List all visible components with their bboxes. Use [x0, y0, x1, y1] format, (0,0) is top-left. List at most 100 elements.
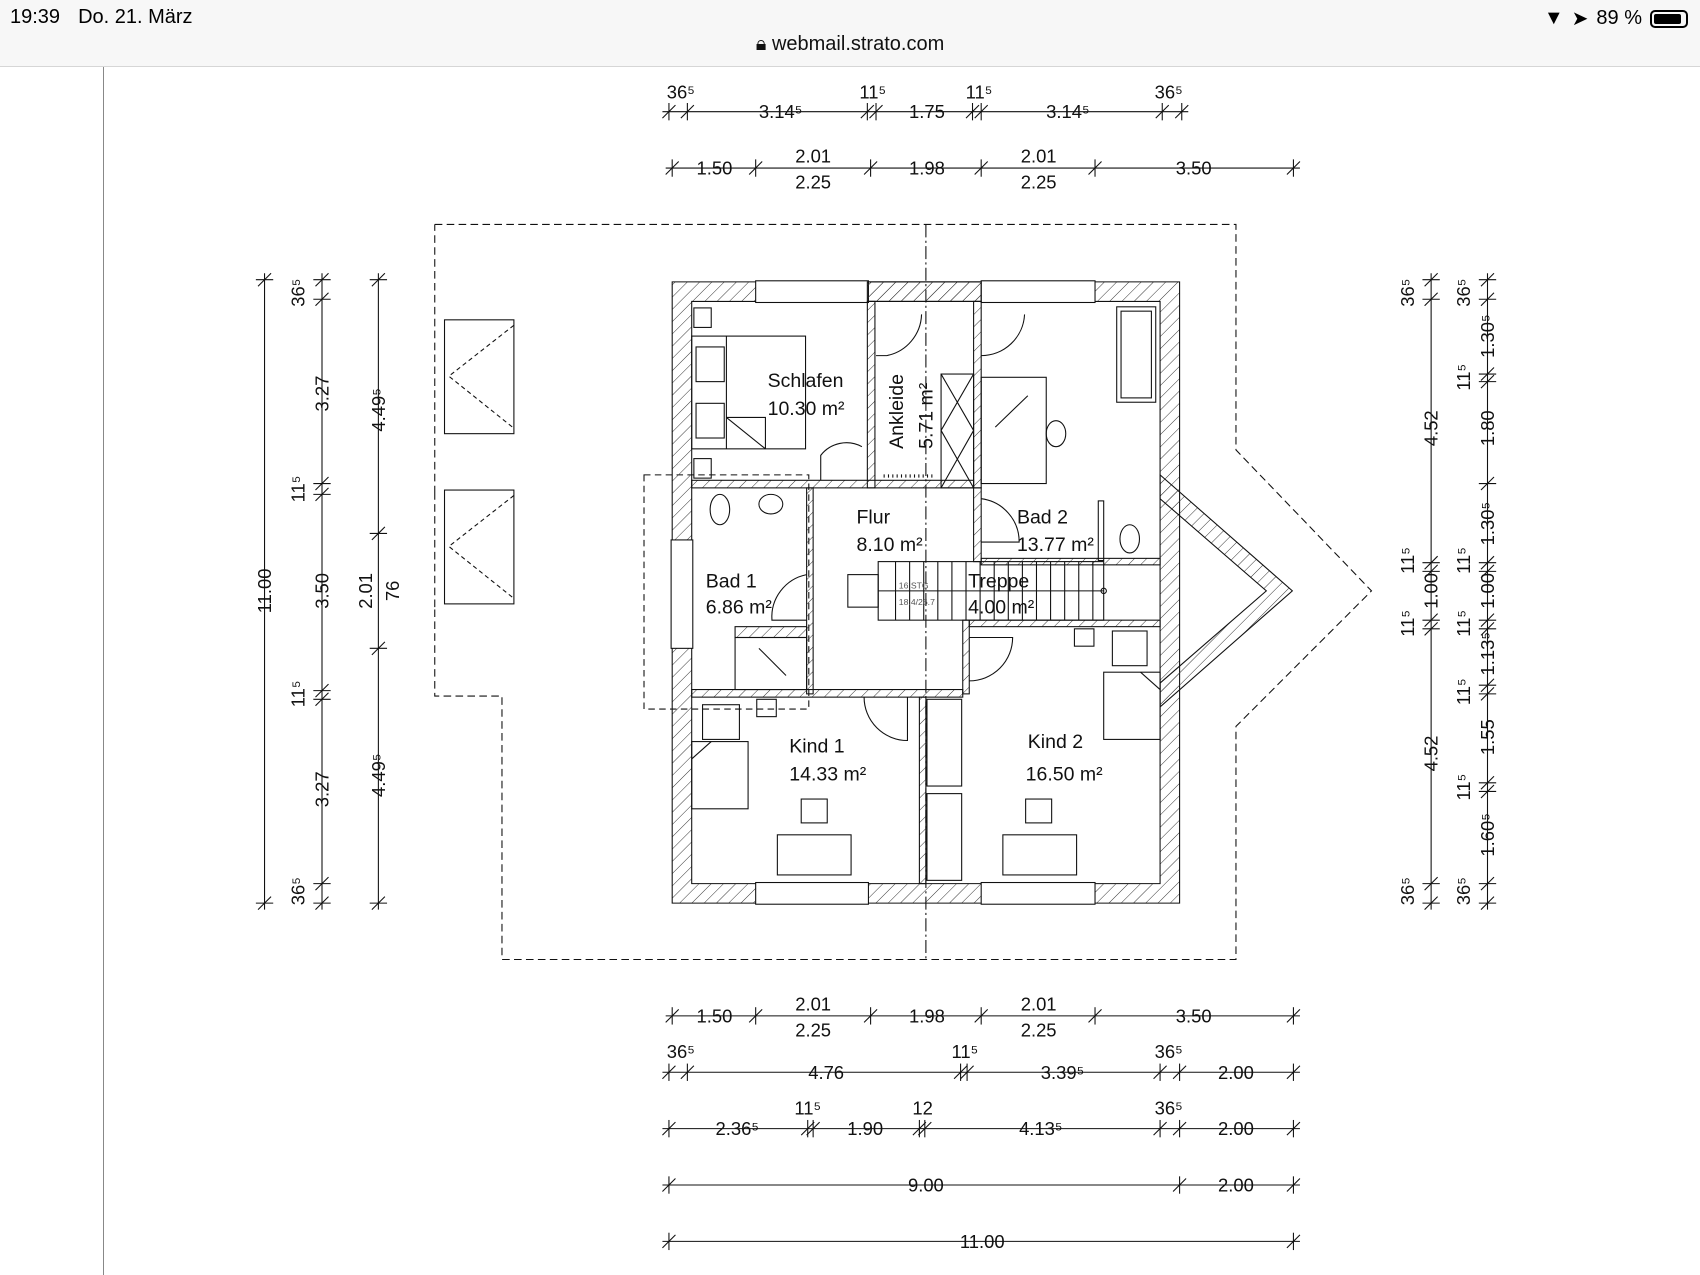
- sidebar-divider: [103, 67, 104, 1275]
- dim-label: 3.14⁵: [1046, 101, 1090, 122]
- dim-label: 2.01: [355, 573, 376, 609]
- room-name: Schlafen: [768, 370, 844, 392]
- dim-label: 11⁵: [1453, 678, 1474, 705]
- dim-label: 1.13⁵: [1477, 632, 1498, 676]
- dim-label: 11⁵: [1453, 364, 1474, 391]
- dim-label: 11⁵: [1453, 610, 1474, 637]
- stair-steps: 16 STG: [899, 581, 929, 591]
- room-labels: Schlafen 10.30 m² Ankleide 5.71 m² Bad 2…: [706, 370, 1103, 786]
- date: Do. 21. März: [78, 6, 193, 28]
- dim-label: 2.25: [795, 172, 831, 193]
- room-area: 10.30 m²: [768, 398, 845, 420]
- battery-icon: [1650, 9, 1688, 28]
- dim-label: 1.50: [697, 1005, 733, 1026]
- dim-label: 1.80: [1477, 410, 1498, 446]
- dim-label: 36⁵: [1155, 1041, 1183, 1062]
- room-name: Kind 1: [789, 735, 844, 757]
- room-name: Bad 1: [706, 571, 757, 593]
- stair-ratio: 18.4/26.7: [899, 597, 935, 607]
- dim-label: 36⁵: [288, 877, 309, 905]
- dim-label: 4.52: [1421, 410, 1442, 446]
- dim-label: 4.13⁵: [1019, 1118, 1063, 1139]
- dim-label: 36⁵: [1453, 877, 1474, 905]
- dim-label: 1.90: [847, 1118, 883, 1139]
- dim-label: 11⁵: [859, 82, 886, 103]
- dim-label: 36⁵: [1397, 877, 1418, 905]
- dim-label: 2.00: [1218, 1175, 1254, 1196]
- room-name: Ankleide: [886, 374, 908, 449]
- dim-label: 36⁵: [1397, 279, 1418, 307]
- room-area: 6.86 m²: [706, 597, 773, 619]
- dim-label: 1.00: [1421, 573, 1442, 609]
- room-area: 13.77 m²: [1017, 534, 1094, 556]
- dim-label: 2.00: [1218, 1062, 1254, 1083]
- dim-label: 4.49⁵: [368, 388, 389, 432]
- dim-label: 11⁵: [288, 680, 309, 707]
- dim-label: 36⁵: [1155, 1098, 1183, 1119]
- dim-label: 11.00: [254, 569, 275, 614]
- dim-label: 12: [912, 1098, 933, 1119]
- dim-label: 3.39⁵: [1041, 1062, 1085, 1083]
- dim-label: 4.76: [808, 1062, 844, 1083]
- lock-icon: 🔒︎: [755, 33, 767, 55]
- url-text: webmail.strato.com: [771, 33, 945, 55]
- dim-label: 2.01: [1021, 146, 1057, 167]
- dim-label: 11⁵: [288, 476, 309, 503]
- room-name: Flur: [857, 507, 891, 529]
- dim-label: 36⁵: [1155, 82, 1183, 103]
- dim-label: 1.50: [697, 158, 733, 179]
- dim-label: 36⁵: [288, 279, 309, 307]
- dim-label: 3.27: [312, 376, 333, 412]
- dim-label: 3.50: [1176, 158, 1212, 179]
- dim-label: 3.27: [312, 771, 333, 807]
- battery-percent: 89 %: [1596, 7, 1642, 29]
- dim-label: 11⁵: [1453, 547, 1474, 574]
- dim-label: 11⁵: [1453, 774, 1474, 801]
- dim-label: 4.49⁵: [368, 753, 389, 796]
- dim-label: 2.01: [795, 146, 831, 167]
- dim-label: 11⁵: [1397, 547, 1418, 574]
- dim-label: 1.98: [909, 1005, 945, 1026]
- dim-label: 9.00: [908, 1175, 944, 1196]
- dim-label: 76: [382, 581, 403, 601]
- dim-label: 2.00: [1218, 1118, 1254, 1139]
- dim-label: 1.00: [1477, 573, 1498, 609]
- room-area: 16.50 m²: [1026, 764, 1103, 786]
- dim-label: 1.98: [909, 158, 945, 179]
- status-bar: 19:39 Do. 21. März ▼ ➤ 89 % 🔒︎ webmail.st…: [0, 0, 1700, 67]
- dormer-window: [443, 319, 515, 435]
- room-area: 14.33 m²: [789, 764, 866, 786]
- dim-label: 11⁵: [966, 82, 993, 103]
- room-name: Kind 2: [1028, 731, 1083, 753]
- wifi-icon: ▼: [1543, 7, 1564, 29]
- address-bar[interactable]: 🔒︎ webmail.strato.com: [0, 33, 1700, 56]
- room-name: Treppe: [968, 571, 1029, 593]
- location-icon: ➤: [1571, 8, 1589, 30]
- dim-label: 1.55: [1477, 719, 1498, 755]
- dim-label: 4.52: [1421, 736, 1442, 772]
- dim-label: 2.25: [1021, 1019, 1057, 1040]
- room-area: 8.10 m²: [857, 534, 924, 556]
- dim-label: 2.01: [795, 993, 831, 1014]
- dim-label: 11.00: [960, 1231, 1005, 1252]
- dim-label: 2.25: [795, 1019, 831, 1040]
- dimension-labels: 36⁵ 3.14⁵ 11⁵ 1.75 11⁵ 3.14⁵ 36⁵ 1.50 2.…: [254, 82, 1498, 1252]
- dim-label: 1.60⁵: [1477, 813, 1498, 856]
- dim-label: 36⁵: [667, 82, 695, 103]
- dim-label: 3.50: [312, 573, 333, 609]
- roof-outline: [434, 223, 1373, 961]
- dim-label: 3.14⁵: [759, 101, 803, 122]
- dim-label: 3.50: [1176, 1005, 1212, 1026]
- dim-label: 1.30⁵: [1477, 314, 1498, 358]
- dim-label: 2.36⁵: [715, 1118, 759, 1139]
- room-area: 4.00 m²: [968, 597, 1035, 619]
- room-area: 5.71 m²: [915, 382, 937, 449]
- dim-label: 11⁵: [1397, 610, 1418, 637]
- dim-label: 36⁵: [667, 1041, 695, 1062]
- clock: 19:39: [10, 6, 61, 28]
- dim-label: 2.01: [1021, 993, 1057, 1014]
- dormer-window: [443, 489, 515, 605]
- dim-label: 11⁵: [794, 1098, 821, 1119]
- dim-label: 1.75: [909, 101, 945, 122]
